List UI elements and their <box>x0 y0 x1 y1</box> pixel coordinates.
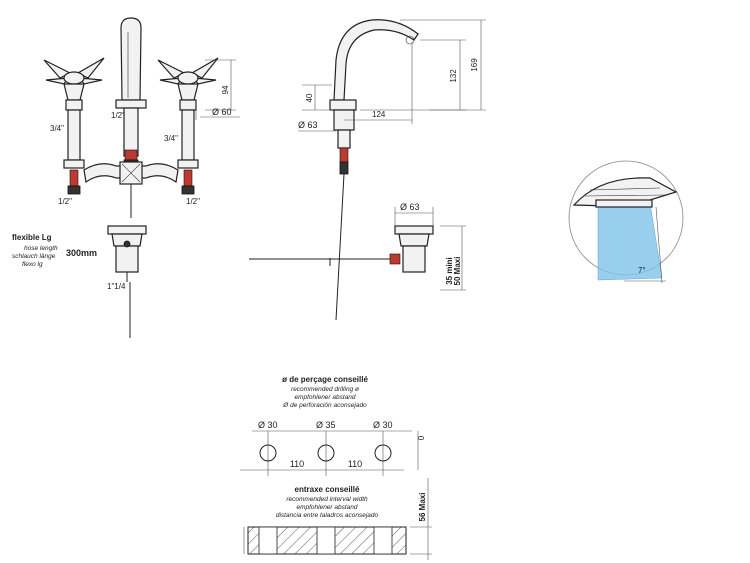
hose-es: flexo lg <box>22 261 43 268</box>
thread-right-top: 3/4" <box>164 134 178 143</box>
aerator-detail: 7° <box>568 160 684 284</box>
front-view: 94 Ø 60 3/4" 1/2" 1/2" 3/4" 1/2" 1"1/4 f… <box>12 17 240 338</box>
aerator-angle: 7° <box>638 266 646 275</box>
waste-diameter-label: Ø 63 <box>400 202 420 212</box>
thread-right-bottom: 1/2" <box>186 197 200 206</box>
drilling-title-en: recommended drilling ø <box>291 386 359 393</box>
thread-waste: 1"1/4 <box>107 282 126 291</box>
interval-title-es: distancia entre taladros aconsejado <box>276 512 379 519</box>
dim-132: 132 <box>360 39 466 111</box>
interval-title-en: recommended interval width <box>286 496 368 503</box>
hole-right-label: Ø 30 <box>373 420 393 430</box>
zero-label: 0 <box>417 435 426 440</box>
manifold <box>83 161 179 185</box>
dim-124: 124 <box>344 42 413 124</box>
max-thickness-label: 56 Maxi <box>418 493 427 522</box>
dim-63: Ø 63 <box>298 120 336 132</box>
drilling-title-de: empfohlener abstand <box>294 394 355 401</box>
spout-side <box>329 19 419 321</box>
dim-40-label: 40 <box>305 93 314 102</box>
side-view: 40 Ø 63 124 132 169 Ø 63 <box>249 19 486 321</box>
drilling-title-es: Ø de perforación aconsejado <box>282 402 367 409</box>
waste-max-label: 50 Maxi <box>453 257 462 286</box>
drilling-title-fr: ø de perçage conseillé <box>282 375 368 384</box>
spacing-left: 110 <box>290 459 304 469</box>
thread-left-bottom: 1/2" <box>58 197 72 206</box>
drilling-diagram: ø de perçage conseillé recommended drill… <box>240 375 426 476</box>
interval-title-de: empfohlener abstand <box>296 504 357 511</box>
interval-diagram: entraxe conseillé recommended interval w… <box>243 478 432 560</box>
hole-mid <box>317 444 335 462</box>
dim-waste-range: 35 mini 50 Maxi <box>440 225 466 291</box>
hose-de: schlauch länge <box>12 253 56 260</box>
spacing-right: 110 <box>348 459 362 469</box>
thread-left-top: 3/4" <box>50 124 64 133</box>
thread-spout: 1/2" <box>111 111 125 120</box>
dim-132-label: 132 <box>449 69 458 83</box>
waste-min-label: 35 mini <box>445 257 454 285</box>
dim-169: 169 <box>400 19 486 111</box>
left-cross-handle <box>43 57 105 195</box>
dim-waste-63: Ø 63 <box>394 202 434 226</box>
dim-94-label: 94 <box>221 85 230 94</box>
hole-left <box>259 444 277 462</box>
hole-mid-label: Ø 35 <box>316 420 336 430</box>
hose-en: hose length <box>24 245 58 252</box>
hole-right <box>374 444 392 462</box>
waste-front <box>107 225 147 338</box>
waste-side <box>249 225 434 273</box>
hose-length: 300mm <box>66 248 97 258</box>
hose-title: flexible Lg <box>12 233 52 242</box>
dim-63-label: Ø 63 <box>298 120 318 130</box>
hole-left-label: Ø 30 <box>258 420 278 430</box>
right-cross-handle <box>157 57 219 195</box>
dim-94: 94 <box>205 59 236 111</box>
dim-diameter-60: Ø 60 <box>195 107 240 120</box>
dim-124-label: 124 <box>372 110 386 119</box>
dim-40: 40 <box>302 84 332 111</box>
dim-169-label: 169 <box>470 58 479 72</box>
dim-diameter-60-label: Ø 60 <box>212 107 232 117</box>
interval-title-fr: entraxe conseillé <box>295 485 360 494</box>
